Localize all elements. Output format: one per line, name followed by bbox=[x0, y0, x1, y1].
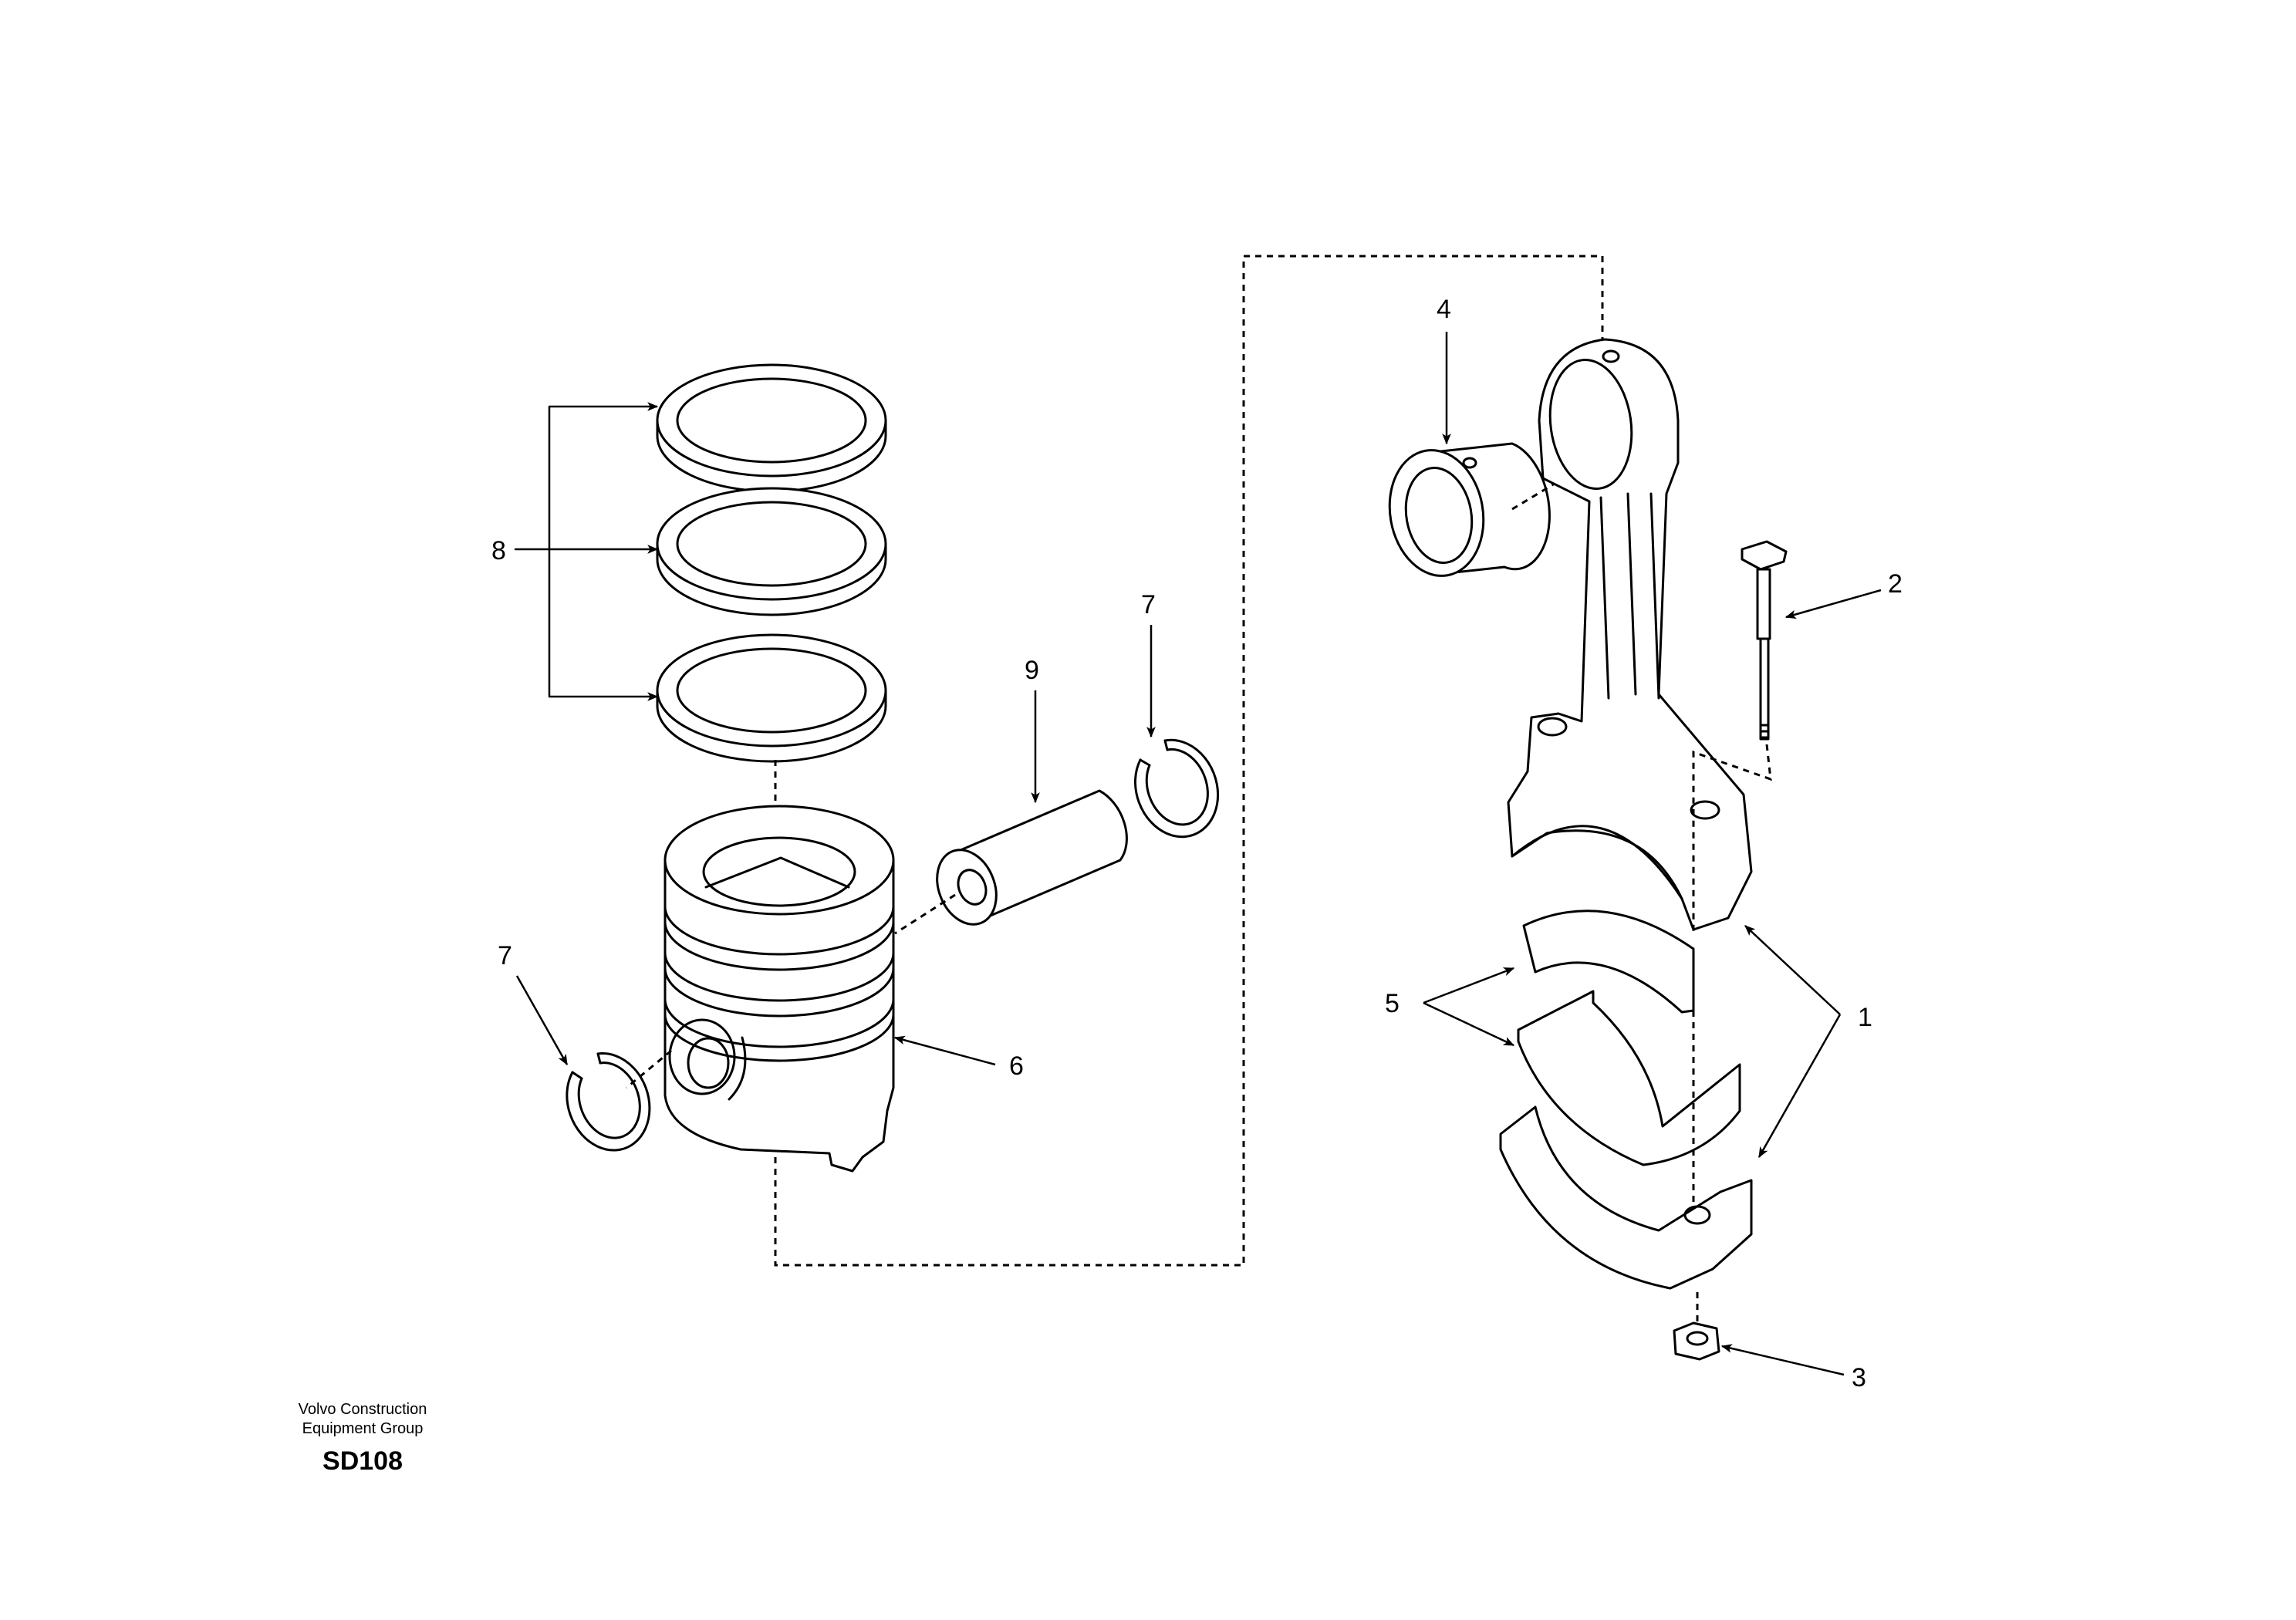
circlip-left[interactable] bbox=[566, 1052, 651, 1152]
piston-ring-bottom[interactable] bbox=[656, 633, 887, 763]
callout-8-bracket bbox=[514, 405, 551, 698]
callout-7-right-label: 7 bbox=[1141, 590, 1156, 619]
pin-axis-dashed-line bbox=[894, 893, 956, 935]
callout-5-label: 5 bbox=[1385, 989, 1400, 1018]
piston-ring-top[interactable] bbox=[656, 363, 887, 493]
callout-1-label: 1 bbox=[1858, 1003, 1872, 1032]
drawing-code: SD108 bbox=[322, 1446, 403, 1476]
assembly-connector-dashed-line bbox=[774, 255, 1604, 1267]
small-end-bushing[interactable] bbox=[1380, 442, 1551, 583]
callout-4-label: 4 bbox=[1437, 295, 1451, 324]
piston-ring-middle[interactable] bbox=[656, 487, 887, 616]
rod-nut[interactable] bbox=[1673, 1321, 1720, 1361]
callout-2-label: 2 bbox=[1888, 569, 1903, 599]
callout-5-arrow-lower bbox=[1423, 1001, 1515, 1047]
company-name-line2: Equipment Group bbox=[302, 1420, 424, 1437]
bearing-shell-lower[interactable] bbox=[1517, 990, 1741, 1166]
rod-bolt[interactable] bbox=[1741, 540, 1788, 741]
bolt-axis-dashed-line bbox=[1692, 744, 1772, 933]
callout-3-arrow bbox=[1720, 1344, 1845, 1376]
connecting-rod[interactable] bbox=[1507, 338, 1753, 931]
piston[interactable] bbox=[663, 805, 895, 1173]
circlip-right[interactable] bbox=[1134, 738, 1220, 839]
callout-3-label: 3 bbox=[1852, 1363, 1866, 1392]
connecting-rod-cap[interactable] bbox=[1499, 1105, 1753, 1290]
callout-6-label: 6 bbox=[1009, 1051, 1024, 1081]
callout-8-label: 8 bbox=[491, 536, 506, 565]
company-name-line1: Volvo Construction bbox=[298, 1401, 427, 1418]
callout-7-left-arrow bbox=[515, 975, 569, 1066]
callout-2-arrow bbox=[1784, 589, 1882, 619]
callout-9-label: 9 bbox=[1025, 656, 1039, 685]
piston-pin[interactable] bbox=[927, 789, 1128, 933]
callout-7-left-label: 7 bbox=[498, 941, 512, 970]
bearing-shell-upper[interactable] bbox=[1522, 910, 1695, 1014]
callout-5-arrow-upper bbox=[1423, 967, 1515, 1004]
callout-6-arrow bbox=[893, 1035, 996, 1066]
callout-1-arrow-upper bbox=[1744, 925, 1841, 1015]
callout-1-arrow-lower bbox=[1757, 1014, 1842, 1159]
